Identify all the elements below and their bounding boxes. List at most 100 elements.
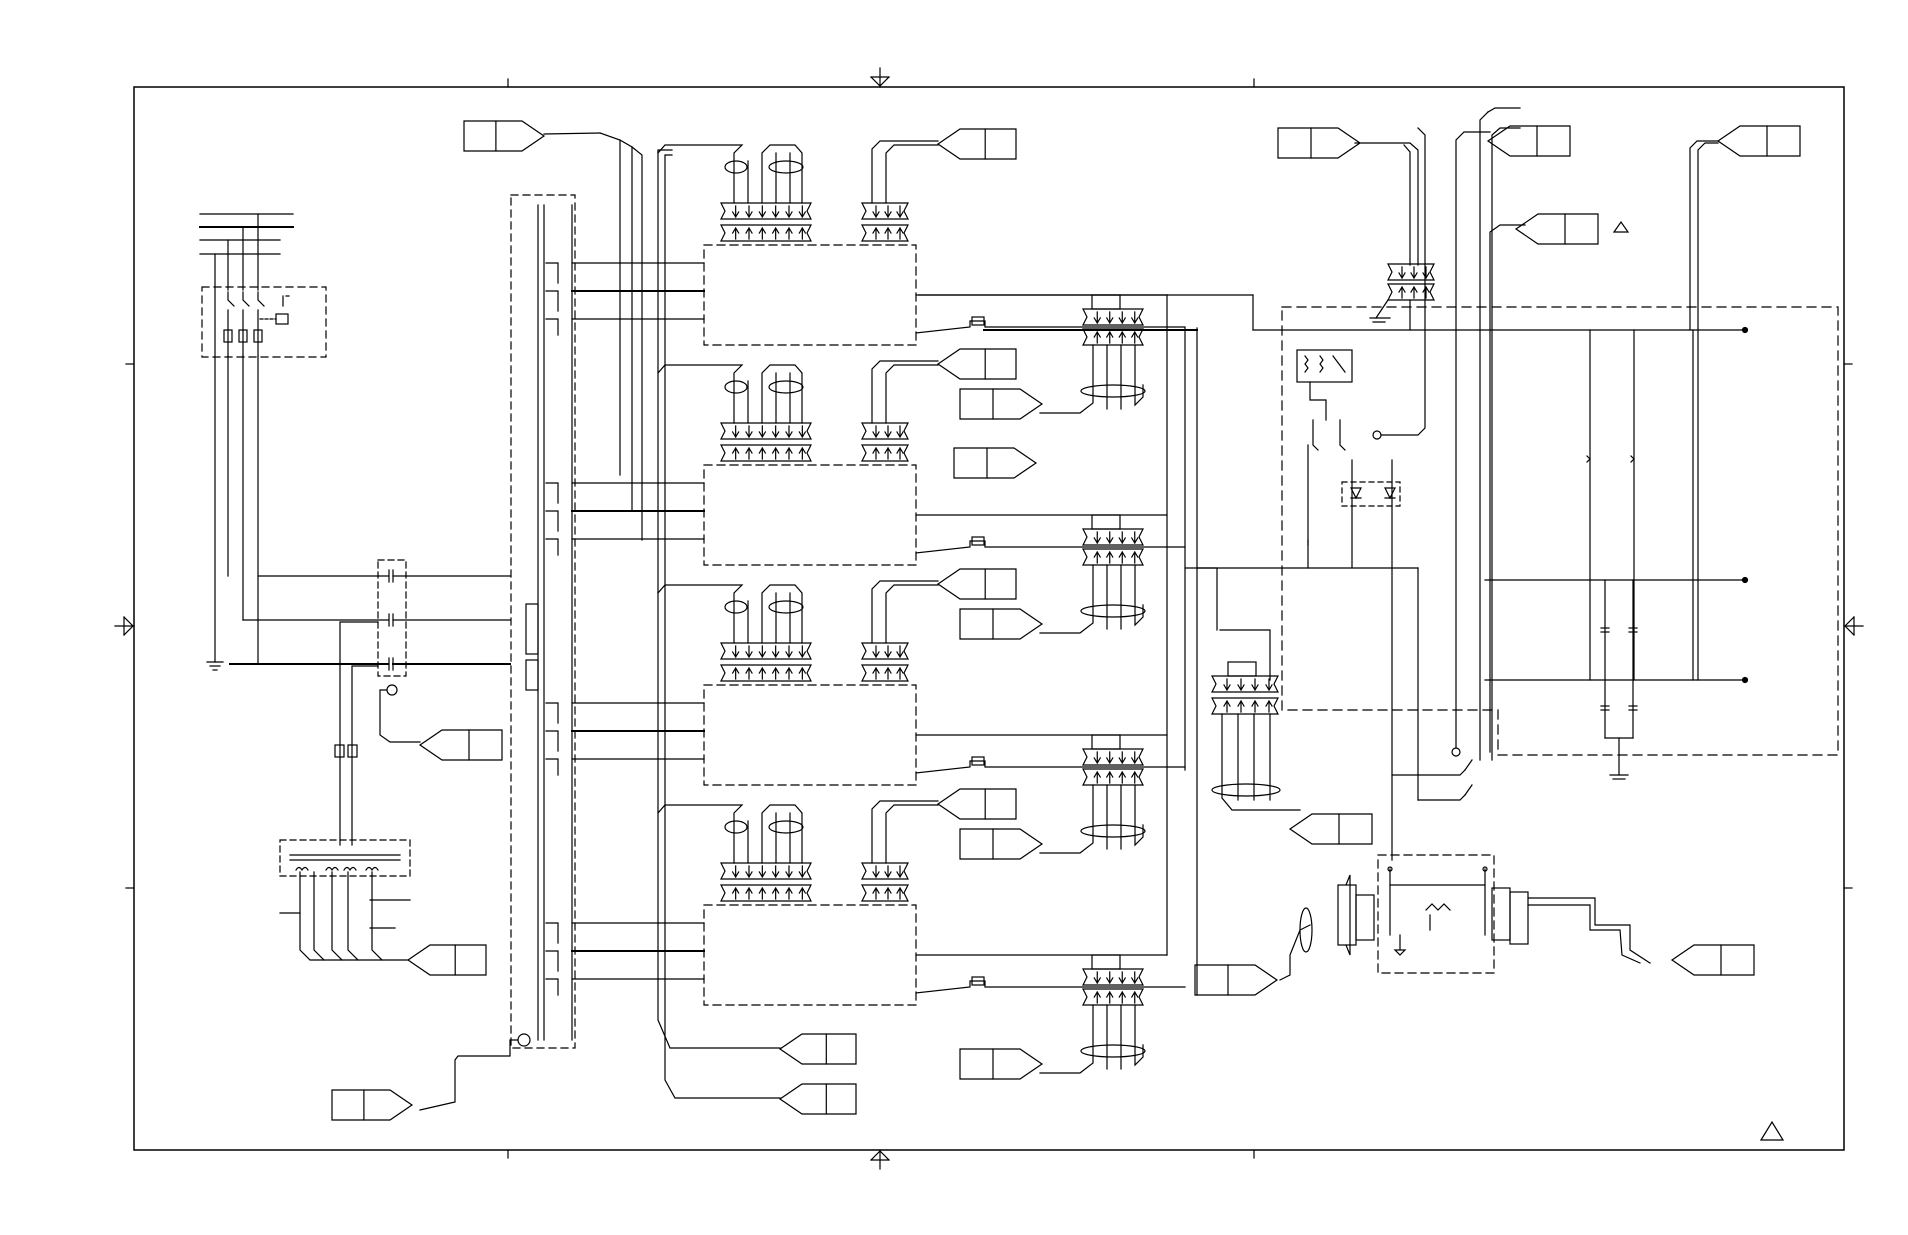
transformer-icon	[1091, 954, 1121, 970]
connector-tag	[778, 1033, 857, 1065]
connector-tag	[1194, 964, 1279, 996]
inductor-icon	[971, 756, 985, 766]
resistor-icon	[1586, 455, 1591, 463]
fuse-icon	[334, 744, 345, 758]
relay-icon	[1296, 349, 1353, 383]
diode-icon	[1384, 487, 1396, 500]
board-aux-connector-bottom	[861, 884, 909, 902]
board-aux-connector-top	[861, 862, 909, 880]
transistor-icon	[1425, 903, 1451, 911]
module-connector-top	[1082, 308, 1144, 326]
connector-tag-group	[331, 120, 1801, 1121]
connector-tag	[1277, 127, 1362, 159]
ground-icon	[1609, 737, 1629, 780]
connector-tag	[936, 128, 1017, 160]
board-aux-connector-bottom	[861, 224, 909, 242]
board-aux-connector-bottom	[861, 444, 909, 462]
connector-tag	[936, 348, 1017, 380]
connector-tag	[959, 828, 1044, 860]
connector-tag	[936, 568, 1017, 600]
board-aux-connector-top	[861, 422, 909, 440]
board-connector-top	[720, 642, 812, 660]
diode-icon	[1350, 487, 1362, 500]
module-connector-top	[1082, 968, 1144, 986]
connector-tag	[331, 1089, 414, 1121]
board-aux-connector-bottom	[861, 664, 909, 682]
center-bus	[918, 294, 1749, 996]
board-group	[545, 128, 1186, 1080]
fan-icon	[517, 1033, 531, 1047]
revision-triangle-icon	[1612, 220, 1785, 1141]
connector-tag	[936, 788, 1017, 820]
lower-right-wiring	[1279, 107, 1651, 981]
inductor-icon	[971, 976, 985, 986]
board-connector-top	[720, 862, 812, 880]
board-connector-bottom	[720, 884, 812, 902]
connector-tag	[418, 729, 503, 761]
transformer-icon	[1091, 734, 1121, 750]
cpu-board	[545, 128, 1186, 420]
connector-tag	[778, 1083, 857, 1115]
board-connector-bottom	[720, 444, 812, 462]
psu-connector-bottom	[1211, 697, 1279, 715]
connector-tag	[959, 1048, 1044, 1080]
capacitor-icon	[1630, 455, 1635, 463]
board-aux-connector-top	[861, 642, 909, 660]
cpu-board	[545, 788, 1186, 1080]
transformer-icon	[1227, 661, 1257, 677]
connector-tag	[1670, 944, 1755, 976]
line-filter	[229, 559, 511, 846]
connector-tag	[406, 944, 487, 976]
power-supply	[1184, 127, 1839, 780]
inductor-icon	[971, 316, 985, 326]
center-mark-right-icon	[1843, 616, 1864, 636]
board-connector-bottom	[720, 664, 812, 682]
connector-tag	[463, 120, 546, 152]
connector-tag	[959, 608, 1044, 640]
transformer-icon	[279, 839, 411, 961]
relay-coil-icon	[275, 313, 289, 325]
center-mark-bottom-icon	[870, 1149, 890, 1170]
module-connector-top	[1082, 748, 1144, 766]
ground-icon	[1369, 299, 1391, 323]
module-connector-bottom	[1082, 328, 1144, 346]
mains-input	[199, 213, 294, 671]
relay-connector-bottom	[1387, 283, 1435, 301]
ground-icon	[206, 661, 224, 671]
connector-tag	[1288, 813, 1373, 845]
board-connector-bottom	[720, 224, 812, 242]
center-mark-left-icon	[114, 616, 135, 636]
backplane-bus	[419, 194, 576, 1111]
connector-tag	[959, 388, 1044, 420]
module-connector-top	[1082, 528, 1144, 546]
fuse-icon	[238, 329, 248, 343]
connector-tag	[1486, 125, 1571, 157]
transformer-icon	[1091, 514, 1121, 530]
signal-bundle	[599, 132, 781, 1099]
main-breaker	[201, 286, 327, 665]
board-connector-top	[720, 202, 812, 220]
center-mark-top-icon	[870, 67, 890, 88]
connector-tag	[953, 447, 1038, 479]
board-connector-top	[720, 422, 812, 440]
lamp-icon	[386, 684, 398, 696]
relay-connector-top	[1387, 263, 1435, 281]
psu-connector-top	[1211, 675, 1279, 693]
lamp-icon	[1372, 430, 1382, 440]
fuse-icon	[253, 329, 263, 343]
drawing-frame	[114, 67, 1864, 1170]
connector-tag	[1514, 213, 1599, 245]
connector-tag	[1716, 125, 1801, 157]
fuse-icon	[347, 744, 358, 758]
inductor-icon	[971, 536, 985, 546]
board-aux-connector-top	[861, 202, 909, 220]
fuse-icon	[223, 329, 233, 343]
module-connector-bottom	[1082, 988, 1144, 1006]
module-connector-bottom	[1082, 548, 1144, 566]
cpu-board	[545, 568, 1186, 860]
transformer-icon	[1091, 294, 1121, 310]
module-connector-bottom	[1082, 768, 1144, 786]
cpu-board	[545, 348, 1186, 640]
